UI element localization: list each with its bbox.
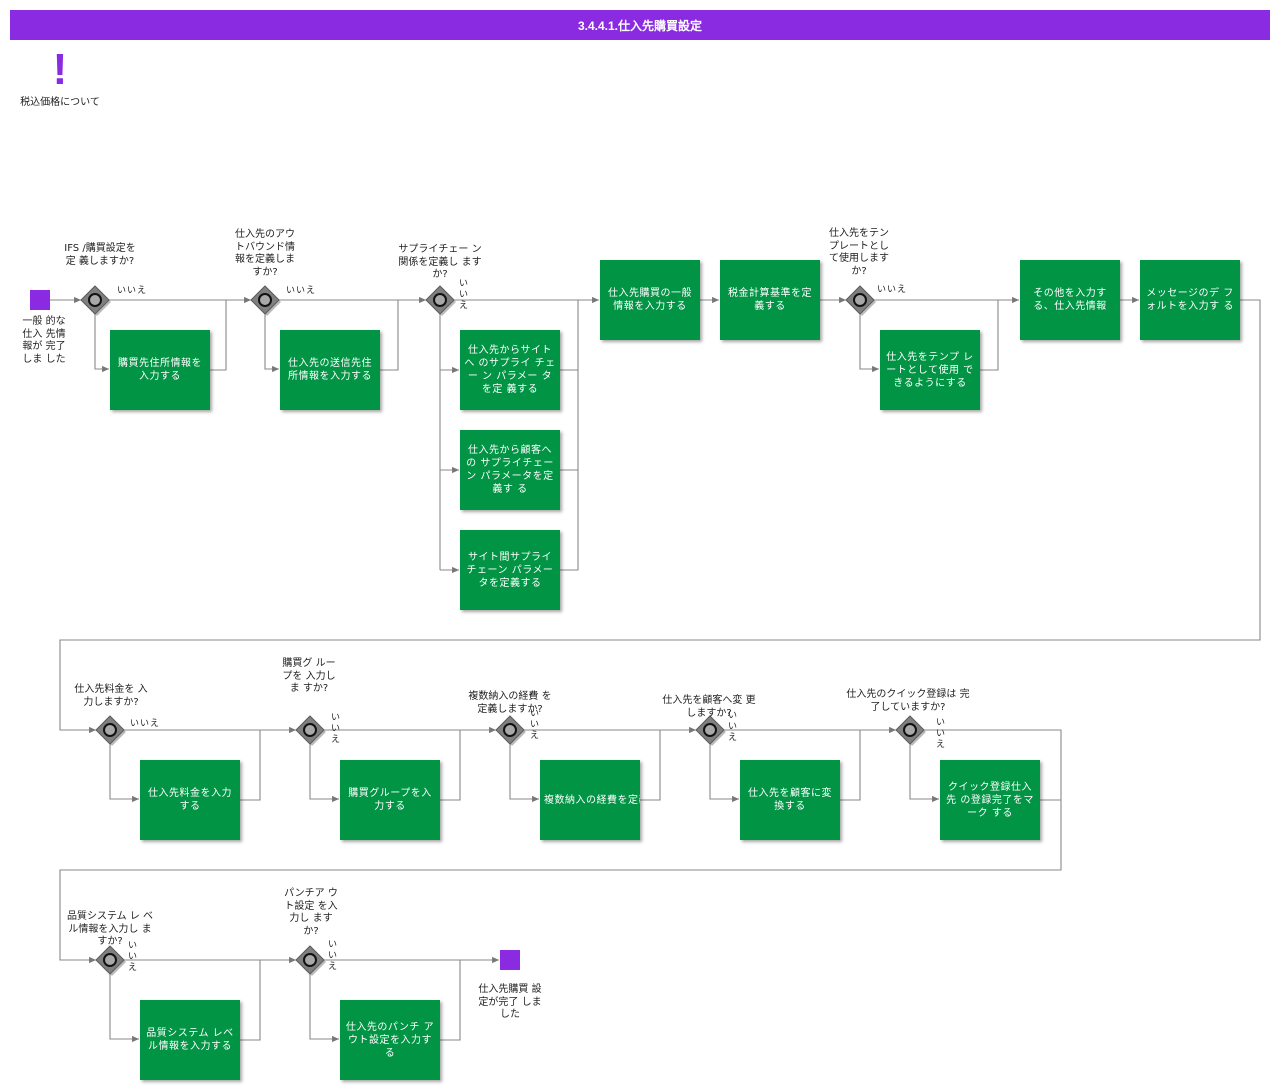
task-use-as-template[interactable]: 仕入先をテンプ レートとして使用 できるようにする xyxy=(880,330,980,410)
exclamation-icon[interactable]: ! xyxy=(52,45,68,94)
decision-gateway[interactable] xyxy=(895,715,926,746)
flow-line xyxy=(94,314,109,373)
task-purchase-group[interactable]: 購買グループを入 力する xyxy=(340,760,440,840)
diagram-title: 3.4.4.1.仕入先購買設定 xyxy=(10,10,1270,40)
no-label: いいえ xyxy=(130,719,161,729)
no-label: いいえ xyxy=(530,709,541,741)
flow-line xyxy=(859,314,879,373)
no-label: いいえ xyxy=(286,286,317,296)
gateway-question: 購買グ ループを 入力しま すか? xyxy=(282,658,336,694)
start-event[interactable] xyxy=(30,290,50,310)
start-event-label: 一般 的な 仕入 先情 報が 完了 しま した xyxy=(22,316,66,365)
no-label: いいえ xyxy=(117,286,148,296)
end-event-label: 仕入先購買 設定が完了 しました xyxy=(478,984,542,1020)
note-label: 税込価格について xyxy=(20,97,100,108)
flow-line xyxy=(240,730,261,801)
decision-gateway[interactable] xyxy=(845,285,876,316)
gateway-question: 仕入先を顧客へ変 更しますか? xyxy=(662,695,756,719)
task-outbound-address[interactable]: 仕入先の送信先住 所情報を入力する xyxy=(280,330,380,410)
gateway-question: 仕入先をテン プレートとし て使用します か? xyxy=(829,228,889,277)
task-punchout-settings[interactable]: 仕入先のパンチ ア ウト設定を入力す る xyxy=(340,1000,440,1080)
end-event[interactable] xyxy=(500,950,520,970)
flow-line xyxy=(59,729,1062,964)
decision-gateway[interactable] xyxy=(295,945,326,976)
gateway-question: 複数納入の経費 を定義しますか? xyxy=(468,691,552,715)
flow-line xyxy=(640,730,661,801)
no-label: いいえ xyxy=(728,711,739,743)
flow-line xyxy=(309,974,339,1043)
no-label: いいえ xyxy=(328,940,339,972)
flow-line xyxy=(709,744,739,803)
gateway-question: サプライチェー ン関係を定義し ますか? xyxy=(398,244,482,280)
no-label: いいえ xyxy=(128,941,139,973)
task-convert-to-customer[interactable]: 仕入先を顧客に変 換する xyxy=(740,760,840,840)
gateway-question: 仕入先料金を 入力しますか? xyxy=(74,684,148,708)
decision-gateway[interactable] xyxy=(425,285,456,316)
flow-line xyxy=(264,314,279,373)
task-message-defaults[interactable]: メッセージのデ フォルトを入力す る xyxy=(1140,260,1240,340)
flow-line xyxy=(909,744,939,803)
flow-line xyxy=(840,730,861,801)
flow-line xyxy=(380,300,399,371)
task-vendor-address[interactable]: 購買先住所情報を 入力する xyxy=(110,330,210,410)
decision-gateway[interactable] xyxy=(250,285,281,316)
task-supplier-customer-params[interactable]: 仕入先から顧客へ の サプライチェー ン パラメータを定 義す る xyxy=(460,430,560,510)
flow-line xyxy=(109,744,139,803)
flow-line xyxy=(509,744,539,803)
decision-gateway[interactable] xyxy=(95,945,126,976)
decision-gateway[interactable] xyxy=(295,715,326,746)
task-general-info[interactable]: 仕入先購買の一般 情報を入力する xyxy=(600,260,700,340)
flow-line xyxy=(309,744,339,803)
flow-line xyxy=(210,300,227,371)
no-label: いいえ xyxy=(936,718,947,750)
task-mark-quick-registration[interactable]: クイック登録仕入先 の登録完了をマーク する xyxy=(940,760,1040,840)
gateway-question: 仕入先のアウ トバウンド情 報を定義しま すか? xyxy=(235,229,295,278)
task-tax-basis[interactable]: 税金計算基準を定 義する xyxy=(720,260,820,340)
flow-line xyxy=(980,300,999,371)
task-misc-info[interactable]: その他を入力す る、仕入先情報 xyxy=(1020,260,1120,340)
flow-line xyxy=(109,974,139,1043)
task-multi-delivery-costs[interactable]: 複数納入の経費を定義する xyxy=(540,760,640,840)
flow-line xyxy=(240,960,261,1041)
no-label: いいえ xyxy=(877,285,908,295)
decision-gateway[interactable] xyxy=(80,285,111,316)
flow-line xyxy=(440,730,461,801)
task-supplier-site-params[interactable]: 仕入先からサイト へ のサプライ チェー ン パラメー タを定 義する xyxy=(460,330,560,410)
gateway-question: 品質システム レ ベル情報を入力し ますか? xyxy=(66,911,154,947)
task-quality-system-level[interactable]: 品質システム レベ ル情報を入力する xyxy=(140,1000,240,1080)
flow-line xyxy=(440,960,461,1041)
no-label: いいえ xyxy=(459,279,470,311)
decision-gateway[interactable] xyxy=(495,715,526,746)
gateway-question: パンチア ウト設定 を入力し ますか? xyxy=(284,888,338,937)
gateway-question: IFS /購買設定を定 義しますか? xyxy=(64,243,136,267)
no-label: いいえ xyxy=(331,713,342,745)
decision-gateway[interactable] xyxy=(95,715,126,746)
decision-gateway[interactable] xyxy=(695,715,726,746)
gateway-question: 仕入先のクイック登録は 完了していますか? xyxy=(846,689,970,713)
task-supplier-charges[interactable]: 仕入先料金を入力 する xyxy=(140,760,240,840)
task-intersite-params[interactable]: サイト間サプライ チェーン パラメー タを定義する xyxy=(460,530,560,610)
flow-line xyxy=(59,299,1261,734)
flow-line xyxy=(560,300,579,571)
